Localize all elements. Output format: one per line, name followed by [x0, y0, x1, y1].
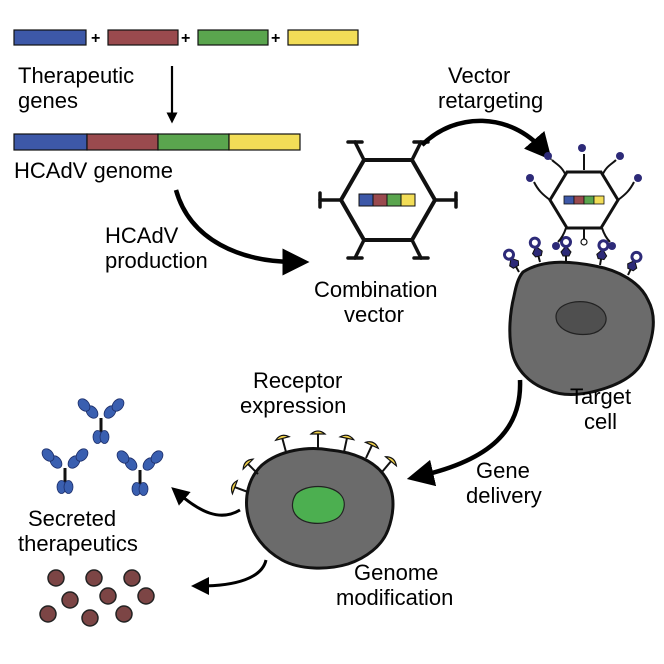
- target-cell-label-line1: Target: [570, 384, 631, 409]
- therapeutic-genes-label-line1: Therapeutic: [18, 63, 134, 88]
- gene-blue: [13, 29, 87, 46]
- receptor-label-line1: Receptor: [253, 368, 342, 393]
- plus-sign-1: +: [91, 30, 100, 47]
- retargeting-arrow: [420, 118, 552, 161]
- modified-cell-nucleus: [291, 485, 345, 524]
- target-cell-nucleus: [555, 301, 607, 336]
- combination-vector: [318, 140, 458, 260]
- gene-delivery-label-line2: delivery: [466, 483, 542, 508]
- production-arrow: [173, 189, 310, 276]
- modification-arrow: [191, 559, 268, 595]
- genome-mod-label-line1: Genome: [354, 560, 438, 585]
- retargeting-label-line1: Vector: [448, 63, 510, 88]
- retargeted-vector: [526, 144, 642, 250]
- plus-sign-3: +: [271, 30, 280, 47]
- vector-label-line2: vector: [344, 302, 404, 327]
- gene-yellow: [287, 29, 359, 46]
- gene-green: [197, 29, 269, 46]
- therapeutic-genes-label-line2: genes: [18, 88, 78, 113]
- plus-sign-2: +: [181, 30, 190, 47]
- secretion-arrow: [171, 487, 241, 517]
- gene-red: [107, 29, 179, 46]
- protein-dots: [39, 569, 155, 627]
- secreted-label-line1: Secreted: [28, 506, 116, 531]
- genome-mod-label-line2: modification: [336, 585, 453, 610]
- secreted-label-line2: therapeutics: [18, 531, 138, 556]
- genome-bar: [13, 133, 301, 151]
- production-label-line1: HCAdV: [105, 223, 179, 248]
- genome-label: HCAdV genome: [14, 158, 173, 183]
- gene-delivery-label-line1: Gene: [476, 458, 530, 483]
- retargeting-label-line2: retargeting: [438, 88, 543, 113]
- vector-label-line1: Combination: [314, 277, 438, 302]
- gene-delivery-arrow: [406, 379, 523, 487]
- gene-segments: + + +: [13, 29, 359, 47]
- antibodies: [39, 396, 166, 496]
- receptor-label-line2: expression: [240, 393, 346, 418]
- production-label-line2: production: [105, 248, 208, 273]
- target-cell-label-line2: cell: [584, 409, 617, 434]
